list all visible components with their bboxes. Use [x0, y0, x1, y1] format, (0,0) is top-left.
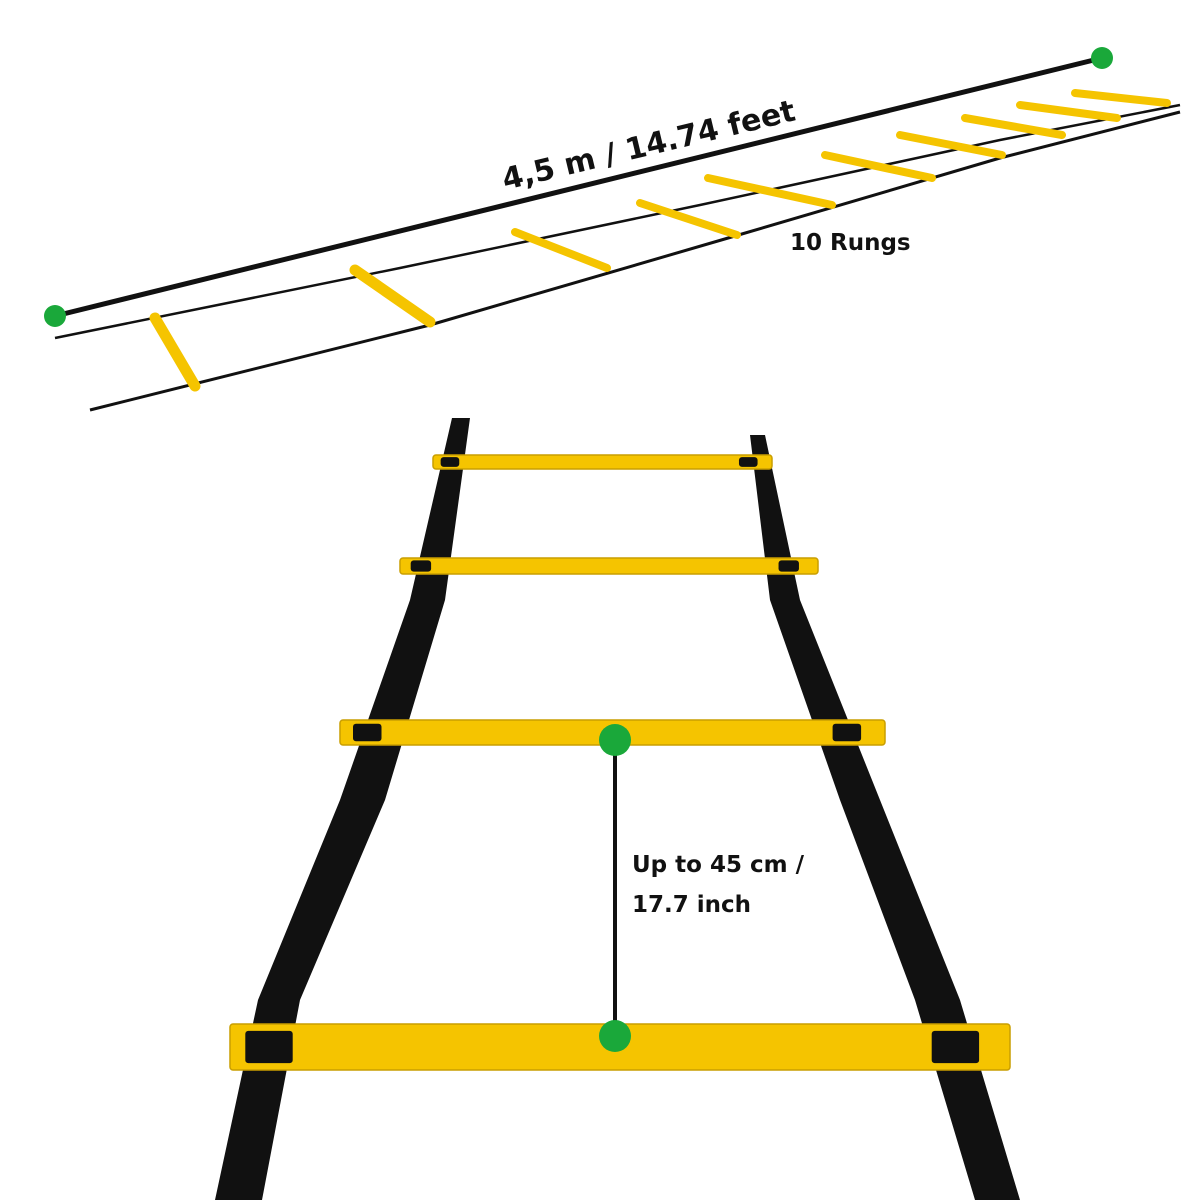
spacing-marker-bottom — [599, 1020, 631, 1052]
spacing-marker-top — [599, 724, 631, 756]
strap-buckle — [832, 723, 862, 742]
top-rung — [896, 131, 1006, 159]
top-rung — [149, 312, 201, 392]
strap-buckle — [410, 560, 432, 572]
top-rung — [1016, 101, 1121, 122]
top-rung — [1071, 89, 1171, 107]
top-rung — [961, 114, 1066, 139]
spacing-label-line1: Up to 45 cm / — [632, 852, 805, 878]
top-ladder-strap-upper — [54, 103, 1181, 340]
bottom-rung — [399, 557, 819, 575]
bottom-ladder-strap-right — [750, 435, 1020, 1200]
top-rung — [511, 228, 611, 272]
bottom-ladder-strap-left — [215, 418, 470, 1200]
strap-buckle — [440, 457, 460, 467]
rungs-label: 10 Rungs — [790, 230, 911, 256]
top-rung — [349, 264, 436, 328]
length-measure-line — [54, 55, 1103, 319]
bottom-rung — [432, 454, 773, 470]
length-marker-start — [44, 305, 66, 327]
top-rung — [704, 174, 836, 209]
top-ladder — [54, 89, 1181, 412]
bottom-ladder — [215, 418, 1020, 1200]
strap-buckle — [353, 723, 382, 742]
top-rung — [821, 151, 936, 182]
top-rung — [636, 199, 741, 239]
length-marker-end — [1091, 47, 1113, 69]
strap-buckle — [931, 1030, 980, 1064]
strap-buckle — [245, 1030, 293, 1064]
strap-buckle — [738, 457, 758, 467]
strap-buckle — [778, 560, 799, 572]
spacing-label-line2: 17.7 inch — [632, 892, 751, 918]
